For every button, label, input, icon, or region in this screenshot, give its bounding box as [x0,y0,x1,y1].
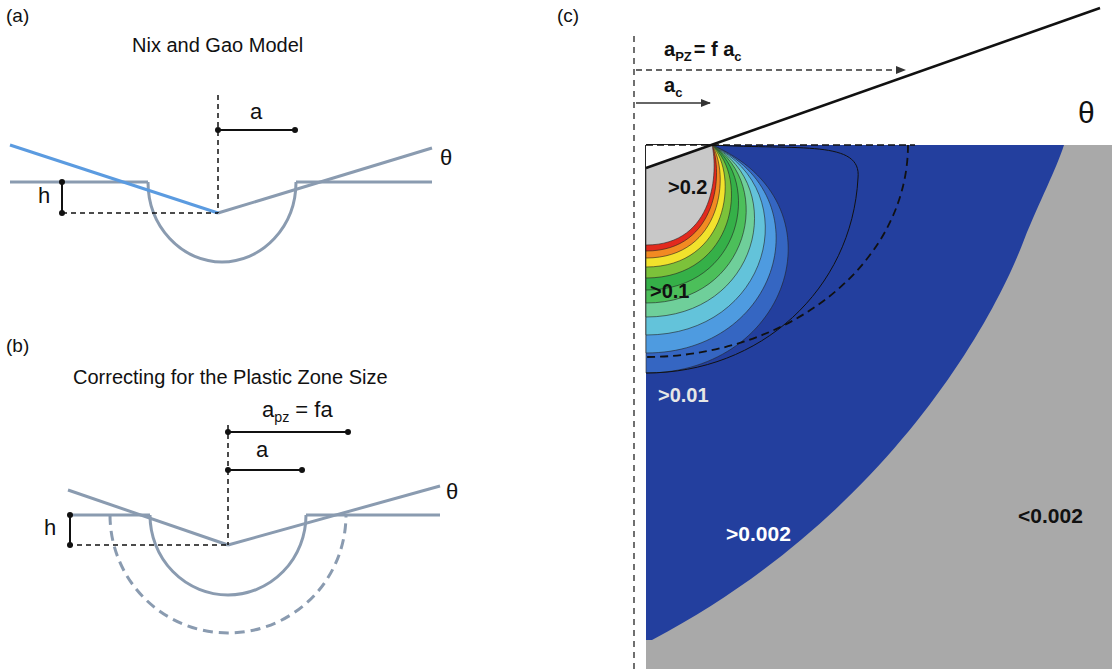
contour-band [646,145,720,258]
label-text: h [38,183,50,208]
dot [225,467,231,473]
contour-band [646,145,739,290]
label: a [256,438,268,462]
indenter-face [646,8,1100,168]
dot [299,467,305,473]
indenter-face [228,486,440,545]
subscript: PZ [675,49,692,64]
strain-contours [646,145,788,373]
label: a [250,100,262,124]
label: apz = fa [262,398,333,426]
axis-line [227,425,229,545]
contour-band [646,145,776,353]
contour-band [646,145,714,245]
dot [215,127,221,133]
contour-band [646,145,765,335]
label: h [38,184,50,208]
contour-band [646,145,717,251]
label-text: (a) [6,5,29,26]
dot [67,512,73,518]
label: θ [440,146,452,170]
contour-band [646,145,746,303]
label-text: a [256,437,268,462]
contour-band [646,145,788,373]
contour-band [646,145,732,278]
panel-a-dots [59,127,298,216]
label-text: (b) [6,335,29,356]
label: >0.002 [726,522,791,545]
label: Correcting for the Plastic Zone Size [73,366,388,388]
label: <0.002 [1018,504,1083,527]
label-text: θ [1078,96,1095,129]
label-text: (c) [557,5,579,26]
label: ac [664,74,682,100]
corrected-zone-arc [110,515,346,633]
label-text: = f a [694,38,735,60]
label-text: >0.1 [650,280,689,302]
label-text: θ [440,145,452,170]
dot [59,179,65,185]
surface-line [646,144,915,146]
panel-b-dots [67,429,351,548]
label-text: Nix and Gao Model [132,34,303,56]
label: >0.2 [668,176,707,198]
symmetry-axis [633,36,634,669]
label-text: = fa [295,397,332,422]
label-text: a [664,38,675,60]
label-text: >0.002 [726,522,791,545]
label-text: >0.2 [668,176,707,198]
dot [292,127,298,133]
ac-arrow [636,102,710,104]
dot [225,429,231,435]
label-text: a [664,74,675,96]
apz-bracket [228,431,348,433]
indenter-face [68,490,228,545]
panel-b-dimensions [68,425,348,545]
subscript: c [675,85,682,100]
indenter-face-blue [10,145,218,213]
plastic-zone-arc [148,182,296,262]
indenter-face [218,148,432,213]
dot [59,210,65,216]
label-text: θ [446,479,458,504]
contour-band [646,145,755,317]
label-text: h [44,515,56,540]
panel-b-drawing [68,486,440,633]
label: θ [1078,96,1095,129]
label: h [44,516,56,540]
label: (c) [557,6,579,27]
surface-line [306,514,440,517]
dot [345,429,351,435]
strain-region-0002 [646,145,1064,640]
low-strain-region [646,145,1112,669]
a-bracket [218,129,295,131]
label: (a) [6,6,29,27]
depth-line [62,212,218,214]
label-text: a [250,99,262,124]
label: (b) [6,336,29,357]
subscript: c [734,49,741,64]
subscript: pz [274,409,289,425]
panel-a-dimensions [62,95,295,213]
label: >0.1 [650,280,689,302]
label: Nix and Gao Model [132,34,303,56]
a-bracket [228,469,302,471]
apz-arrow [636,69,905,71]
dot [67,542,73,548]
label-text: >0.01 [658,384,709,406]
label-text: Correcting for the Plastic Zone Size [73,366,388,388]
label-text: a [262,397,274,422]
label-text: <0.002 [1018,504,1083,527]
plastic-zone-boundary [646,145,908,357]
panel-a-drawing [10,145,432,262]
label: >0.01 [658,384,709,406]
h-bracket [69,515,71,545]
label: θ [446,480,458,504]
h-bracket [61,182,63,213]
label: aPZ= f ac [664,38,742,64]
depth-line [68,544,228,546]
axis-line [217,95,219,213]
